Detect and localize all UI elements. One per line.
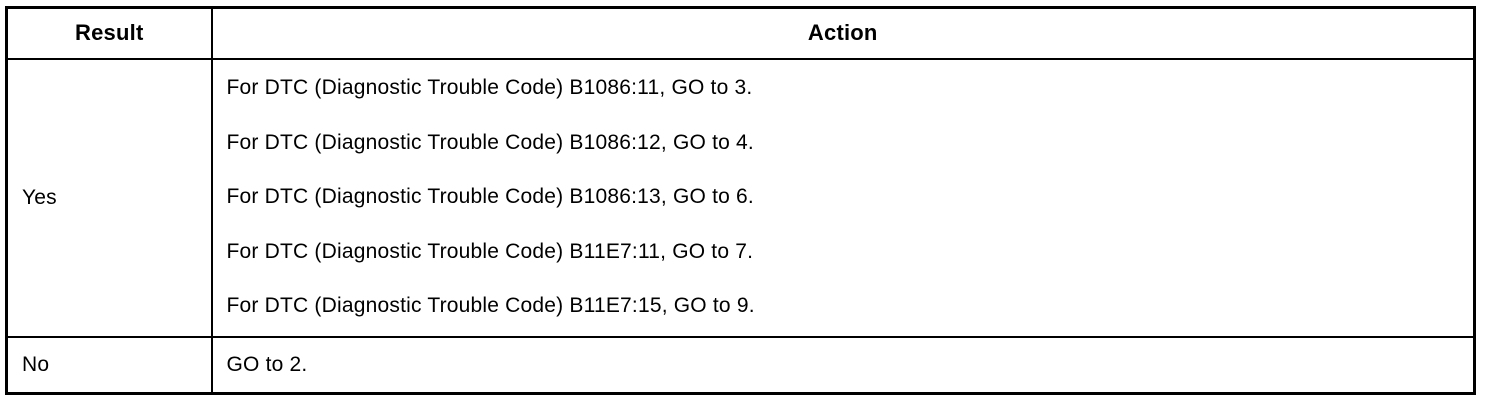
table-row-yes: Yes For DTC (Diagnostic Trouble Code) B1…: [5, 57, 1476, 338]
action-line: For DTC (Diagnostic Trouble Code) B1086:…: [226, 185, 754, 209]
result-cell-no: No: [5, 335, 213, 395]
header-row: Result Action: [5, 6, 1476, 60]
header-result: Result: [5, 6, 213, 60]
action-line: For DTC (Diagnostic Trouble Code) B1086:…: [226, 76, 753, 100]
result-action-table: Result Action Yes For DTC (Diagnostic Tr…: [5, 6, 1476, 395]
action-cell-yes: For DTC (Diagnostic Trouble Code) B1086:…: [210, 57, 1476, 338]
action-line: For DTC (Diagnostic Trouble Code) B11E7:…: [226, 239, 754, 263]
action-line: For DTC (Diagnostic Trouble Code) B11E7:…: [226, 294, 755, 318]
action-cell-no: GO to 2.: [210, 335, 1476, 395]
result-action-table-container: Result Action Yes For DTC (Diagnostic Tr…: [5, 6, 1476, 395]
action-line: For DTC (Diagnostic Trouble Code) B1086:…: [226, 130, 754, 154]
header-action: Action: [210, 6, 1476, 60]
result-cell-yes: Yes: [5, 57, 213, 338]
table-row-no: No GO to 2.: [5, 335, 1476, 395]
action-line: GO to 2.: [226, 352, 308, 376]
